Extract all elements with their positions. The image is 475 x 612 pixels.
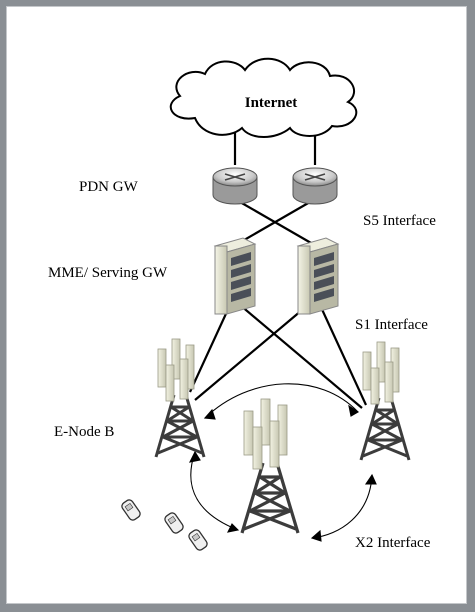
- server-icon: [296, 237, 340, 315]
- router-icon: [212, 167, 258, 205]
- link-mme-right-enb-left: [194, 304, 309, 401]
- internet-label: Internet: [245, 95, 298, 111]
- x2-arc-left: [190, 451, 239, 531]
- label-s1-interface: S1 Interface: [355, 317, 428, 333]
- x2-arc-right: [311, 474, 373, 539]
- cell-tower-icon: [359, 341, 411, 461]
- cell-tower-icon: [154, 338, 206, 458]
- label-mme-serving-gw: MME/ Serving GW: [48, 265, 168, 281]
- x2-arrow: [348, 404, 360, 417]
- x2-arrow: [189, 450, 201, 463]
- x2-arrow: [310, 529, 322, 542]
- link-mme-right-enb-right: [319, 304, 367, 406]
- x2-arrow: [203, 408, 216, 420]
- label-pdn-gw: PDN GW: [79, 179, 139, 195]
- label-x2-interface: X2 Interface: [355, 535, 431, 551]
- router-icon: [292, 167, 338, 205]
- mobile-phone-icon: [164, 512, 184, 534]
- mobile-phone-icon: [121, 499, 141, 521]
- label-e-node-b: E-Node B: [54, 424, 114, 440]
- link-mme-left-enb-left: [189, 304, 231, 393]
- label-s5-interface: S5 Interface: [363, 213, 436, 229]
- cell-tower-icon: [240, 398, 300, 534]
- link-pdn-left-mme-right: [239, 201, 319, 248]
- internet-cloud-icon: Internet: [169, 57, 358, 138]
- mobile-phone-icon: [188, 529, 208, 551]
- server-icon: [213, 237, 257, 315]
- x2-arrow: [364, 473, 377, 485]
- x2-interface-arcs: [189, 383, 377, 542]
- x2-arc-top: [204, 383, 359, 419]
- link-mme-left-enb-right: [239, 304, 363, 409]
- x2-arrow: [227, 523, 240, 533]
